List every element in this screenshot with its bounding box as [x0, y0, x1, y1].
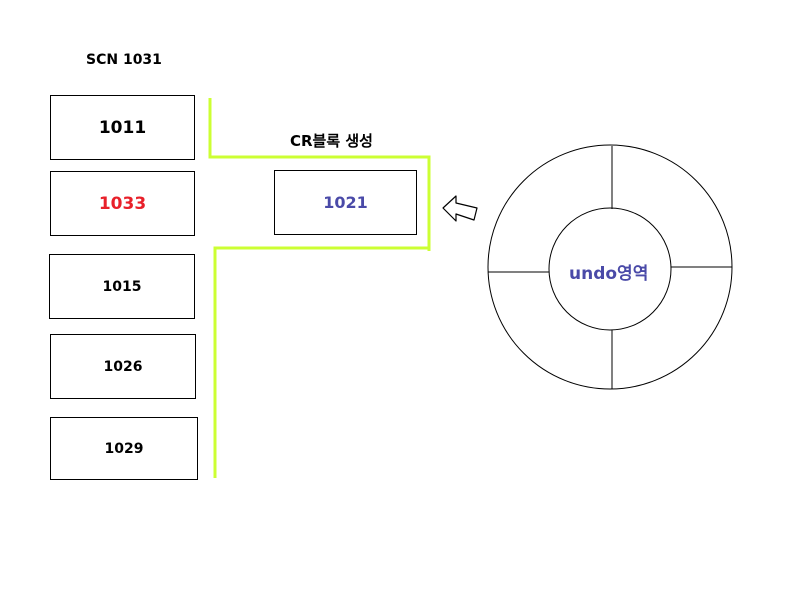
highlight-bracket — [208, 98, 431, 478]
buffer-block-5: 1029 — [50, 417, 198, 480]
buffer-block-3-value: 1015 — [102, 278, 142, 295]
cr-block-label: CR블록 생성 — [290, 132, 373, 150]
cr-block-value: 1021 — [323, 193, 368, 212]
buffer-block-2-value: 1033 — [98, 193, 147, 214]
bracket-lower — [213, 246, 429, 478]
undo-region-label: undo영역 — [569, 264, 649, 284]
bracket-upper — [208, 98, 431, 251]
hollow-left-arrow-icon — [442, 195, 478, 222]
buffer-block-2: 1033 — [50, 171, 195, 236]
buffer-block-4: 1026 — [50, 334, 196, 399]
buffer-block-3: 1015 — [49, 254, 195, 319]
buffer-block-5-value: 1029 — [104, 440, 144, 457]
buffer-block-1-value: 1011 — [98, 117, 147, 138]
scn-label: SCN 1031 — [86, 52, 162, 68]
cr-block: 1021 — [274, 170, 417, 235]
undo-ring — [487, 144, 733, 390]
buffer-block-4-value: 1026 — [103, 358, 143, 375]
buffer-block-1: 1011 — [50, 95, 195, 160]
undo-inner-circle — [548, 207, 672, 331]
